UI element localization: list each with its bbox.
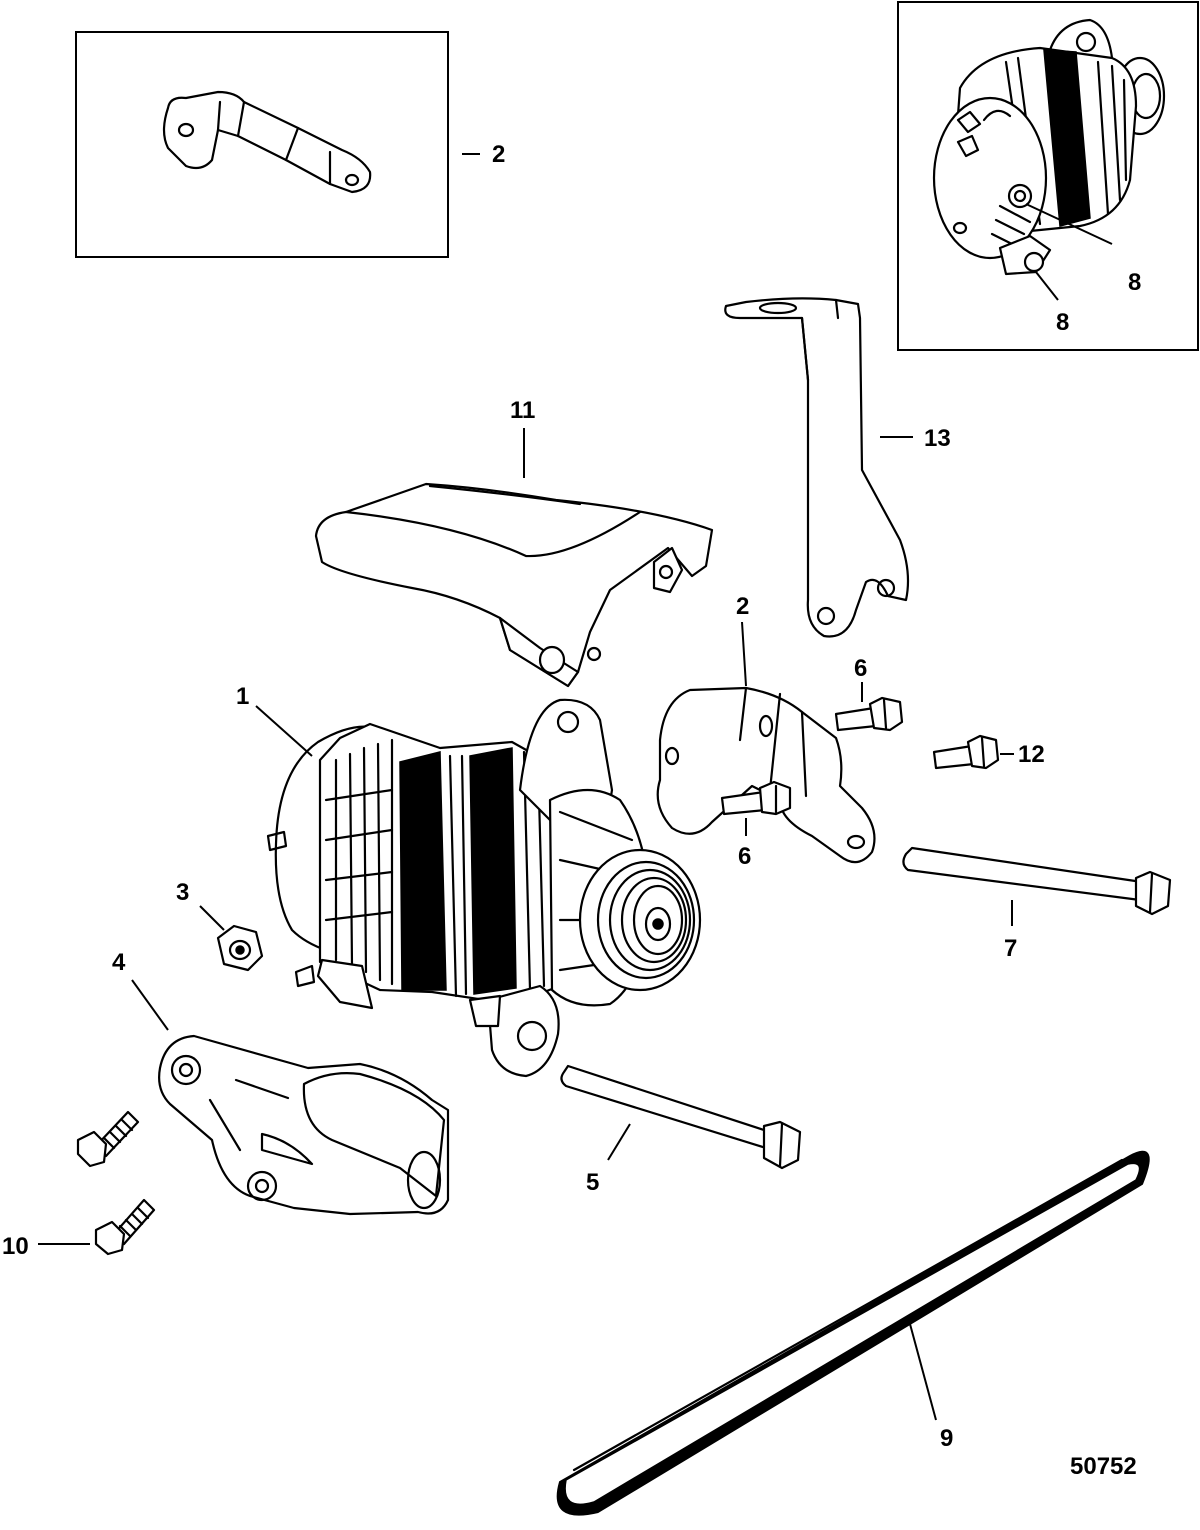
inset-alternator-rear — [932, 18, 1166, 276]
callout-1: 1 — [236, 683, 249, 710]
callout-9: 9 — [940, 1425, 953, 1452]
inset-box-bracket — [75, 31, 449, 258]
part-4-mount — [158, 1034, 450, 1216]
part-6-bolt-upper — [834, 696, 904, 732]
callout-2-inset: 2 — [492, 141, 505, 168]
inset-box-alternator-rear — [897, 1, 1199, 351]
part-11-shield — [314, 482, 714, 688]
callout-4: 4 — [112, 949, 126, 976]
leader-3 — [199, 905, 225, 931]
part-6-bolt-lower — [720, 780, 792, 816]
leader-2 — [741, 621, 747, 687]
callout-13: 13 — [924, 425, 951, 452]
callout-3: 3 — [176, 879, 189, 906]
callout-5: 5 — [586, 1169, 599, 1196]
part-7-long-bolt — [902, 846, 1172, 916]
leader-8-b — [1035, 271, 1059, 301]
leader-1 — [255, 705, 313, 757]
figure-number: 50752 — [1070, 1453, 1137, 1480]
callout-6-a: 6 — [854, 655, 867, 682]
callout-6-b: 6 — [738, 843, 751, 870]
callout-11: 11 — [510, 397, 535, 424]
callout-8-b: 8 — [1056, 309, 1069, 336]
leader-8-a — [1025, 203, 1113, 245]
part-2-bracket — [656, 686, 876, 864]
callout-7: 7 — [1004, 935, 1017, 962]
leader-9 — [909, 1323, 937, 1421]
part-1-alternator — [266, 698, 702, 1078]
part-10-bolt-upper — [76, 1110, 140, 1168]
leader-5 — [607, 1123, 631, 1161]
callout-8-a: 8 — [1128, 269, 1141, 296]
part-13-bracket — [724, 297, 910, 638]
leader-4 — [131, 979, 169, 1031]
callout-2: 2 — [736, 593, 749, 620]
callout-10: 10 — [2, 1233, 29, 1260]
part-3-nut — [216, 924, 264, 972]
part-5-bolt — [560, 1064, 802, 1170]
part-9-belt — [556, 1150, 1150, 1516]
part-10-bolt-lower — [94, 1198, 156, 1256]
part-12-bolt — [932, 734, 1000, 770]
callout-12: 12 — [1018, 741, 1045, 768]
inset-bracket-part — [162, 90, 372, 194]
